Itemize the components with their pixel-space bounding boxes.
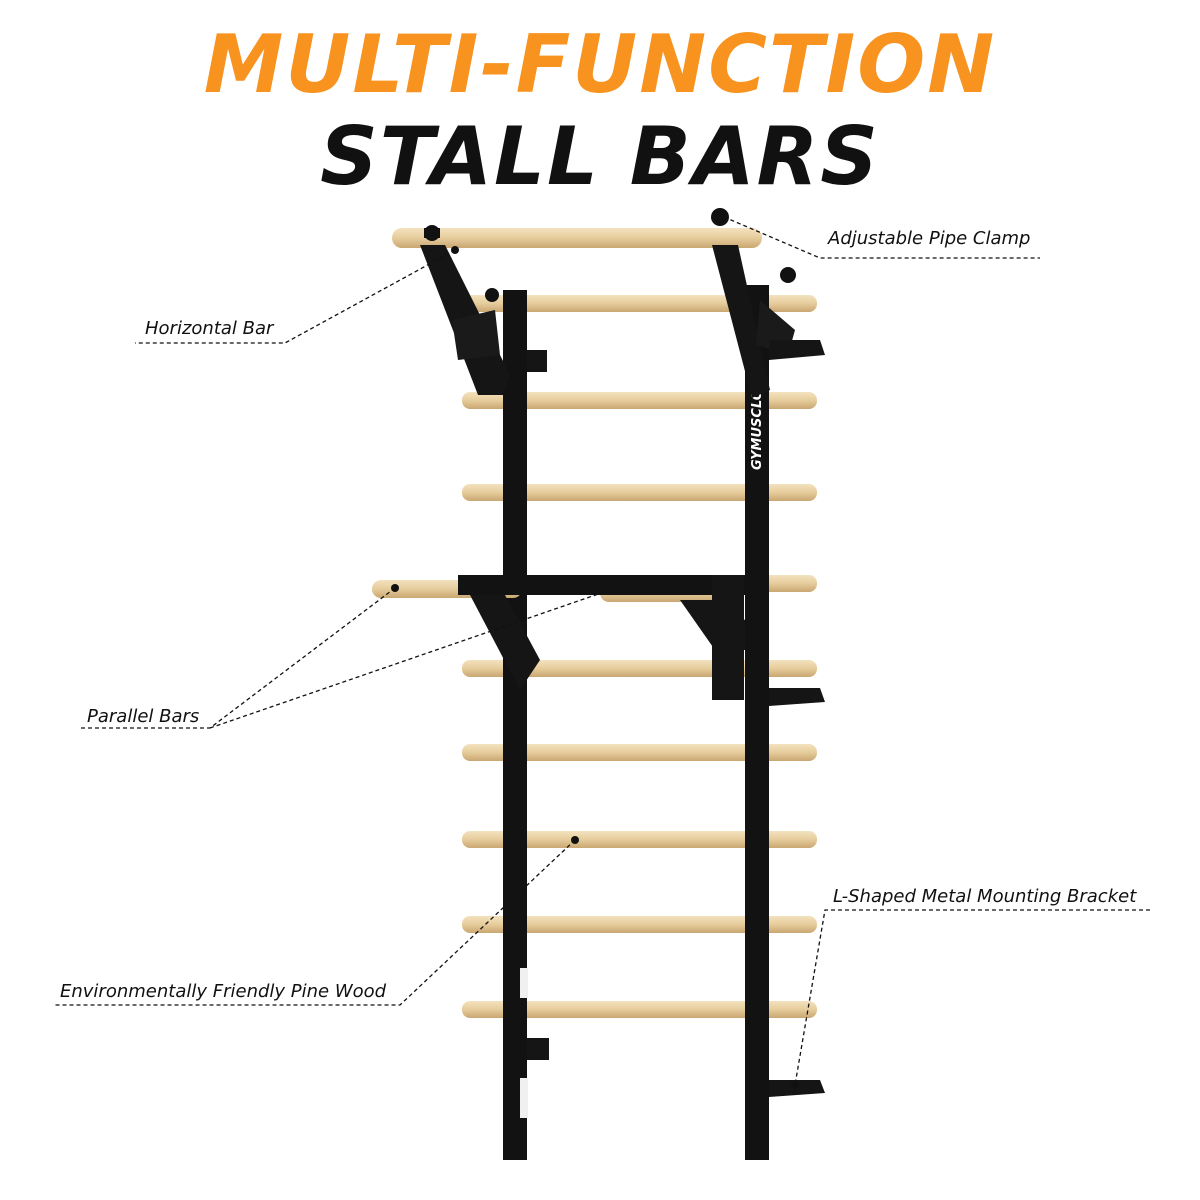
right-pullup-bracket xyxy=(712,245,770,398)
dip-crossbar xyxy=(458,575,748,595)
l-shaped-mounting-bracket xyxy=(769,1080,825,1097)
callout-dot xyxy=(451,246,459,254)
callout-dot xyxy=(571,836,579,844)
callout-dot xyxy=(720,213,728,221)
rung xyxy=(462,916,817,933)
safety-sticker xyxy=(520,1078,528,1118)
left-bracket-plate xyxy=(452,310,500,360)
rung xyxy=(462,1001,817,1018)
callout-horizontal-bar: Horizontal Bar xyxy=(145,318,274,339)
callout-dots xyxy=(391,213,799,1089)
leader-mounting-bracket xyxy=(794,909,1150,1086)
brand-logo: GYMUSCLO xyxy=(750,389,765,470)
pipe-clamp-knob xyxy=(780,267,796,283)
l-shaped-mounting-bracket xyxy=(527,350,547,372)
pipe-clamp-knob xyxy=(424,225,440,241)
callout-dot xyxy=(391,584,399,592)
rung xyxy=(462,392,817,409)
horizontal-pullup-bar xyxy=(392,228,762,248)
leader-horizontal-bar xyxy=(135,249,456,344)
callout-parallel-bars: Parallel Bars xyxy=(87,706,200,727)
rung xyxy=(462,744,817,761)
rung xyxy=(462,484,817,501)
callout-leaders xyxy=(55,216,1150,1086)
wall-mount-brackets xyxy=(527,340,825,1097)
callout-dot xyxy=(791,1081,799,1089)
rung xyxy=(462,831,817,848)
pipe-clamp-knob xyxy=(485,288,499,302)
callout-l-shaped-bracket: L-Shaped Metal Mounting Bracket xyxy=(833,886,1137,907)
leader-parallel-bars xyxy=(80,587,611,729)
right-upright xyxy=(745,285,769,1160)
callout-pine-wood: Environmentally Friendly Pine Wood xyxy=(60,981,387,1002)
safety-sticker xyxy=(520,968,528,998)
leader-pine-wood xyxy=(55,839,576,1006)
l-shaped-mounting-bracket xyxy=(769,688,825,706)
headline-multi-function: MULTI-FUNCTION xyxy=(203,18,997,111)
left-upright xyxy=(503,290,527,1160)
dip-mount-plate xyxy=(712,575,744,700)
headline-stall-bars: STALL BARS xyxy=(320,110,880,203)
parallel-bars-attachment xyxy=(372,575,748,700)
l-shaped-mounting-bracket xyxy=(769,340,825,360)
dip-brace-left xyxy=(470,595,540,690)
l-shaped-mounting-bracket xyxy=(527,1038,549,1060)
callout-adjustable-pipe-clamp: Adjustable Pipe Clamp xyxy=(828,228,1031,249)
callout-dot xyxy=(606,586,614,594)
steel-frame: GYMUSCLO xyxy=(503,285,769,1160)
